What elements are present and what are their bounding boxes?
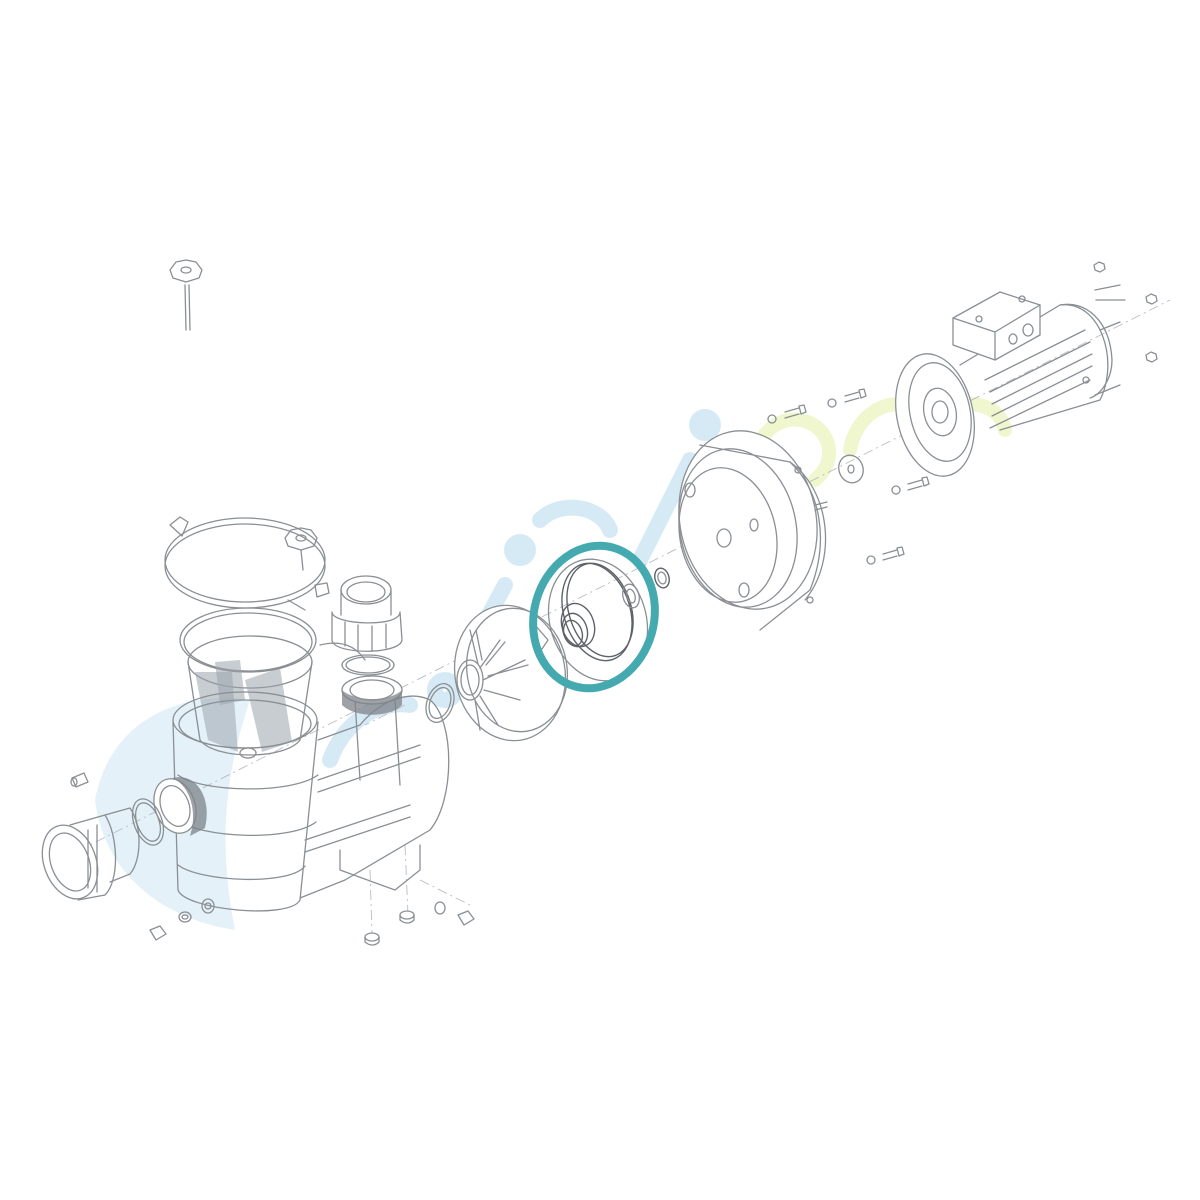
diffuser-highlight-ring	[529, 541, 659, 693]
base-feet	[364, 910, 415, 946]
water-slinger	[838, 454, 864, 484]
lid-knob-left	[169, 259, 203, 331]
terminal-box	[952, 291, 1041, 361]
outlet-o-ring	[341, 654, 395, 676]
motor	[895, 284, 1126, 477]
lid-o-ring	[179, 607, 317, 673]
impeller-o-ring	[425, 683, 455, 723]
diffuser-seal	[622, 583, 640, 609]
bracket-bolts	[767, 388, 930, 565]
seal-plate	[678, 430, 827, 631]
strainer-basket	[187, 635, 313, 756]
tie-rod-nuts	[1093, 261, 1158, 363]
lid-knob-right	[284, 527, 318, 571]
drain-plugs	[149, 898, 475, 941]
inlet-thread	[153, 777, 207, 836]
outlet-thread	[341, 675, 403, 715]
outlet-union	[331, 575, 403, 652]
inlet-union	[41, 807, 140, 901]
mechanical-seal	[654, 567, 670, 589]
axis-lines	[59, 299, 1171, 936]
pin	[70, 772, 89, 788]
